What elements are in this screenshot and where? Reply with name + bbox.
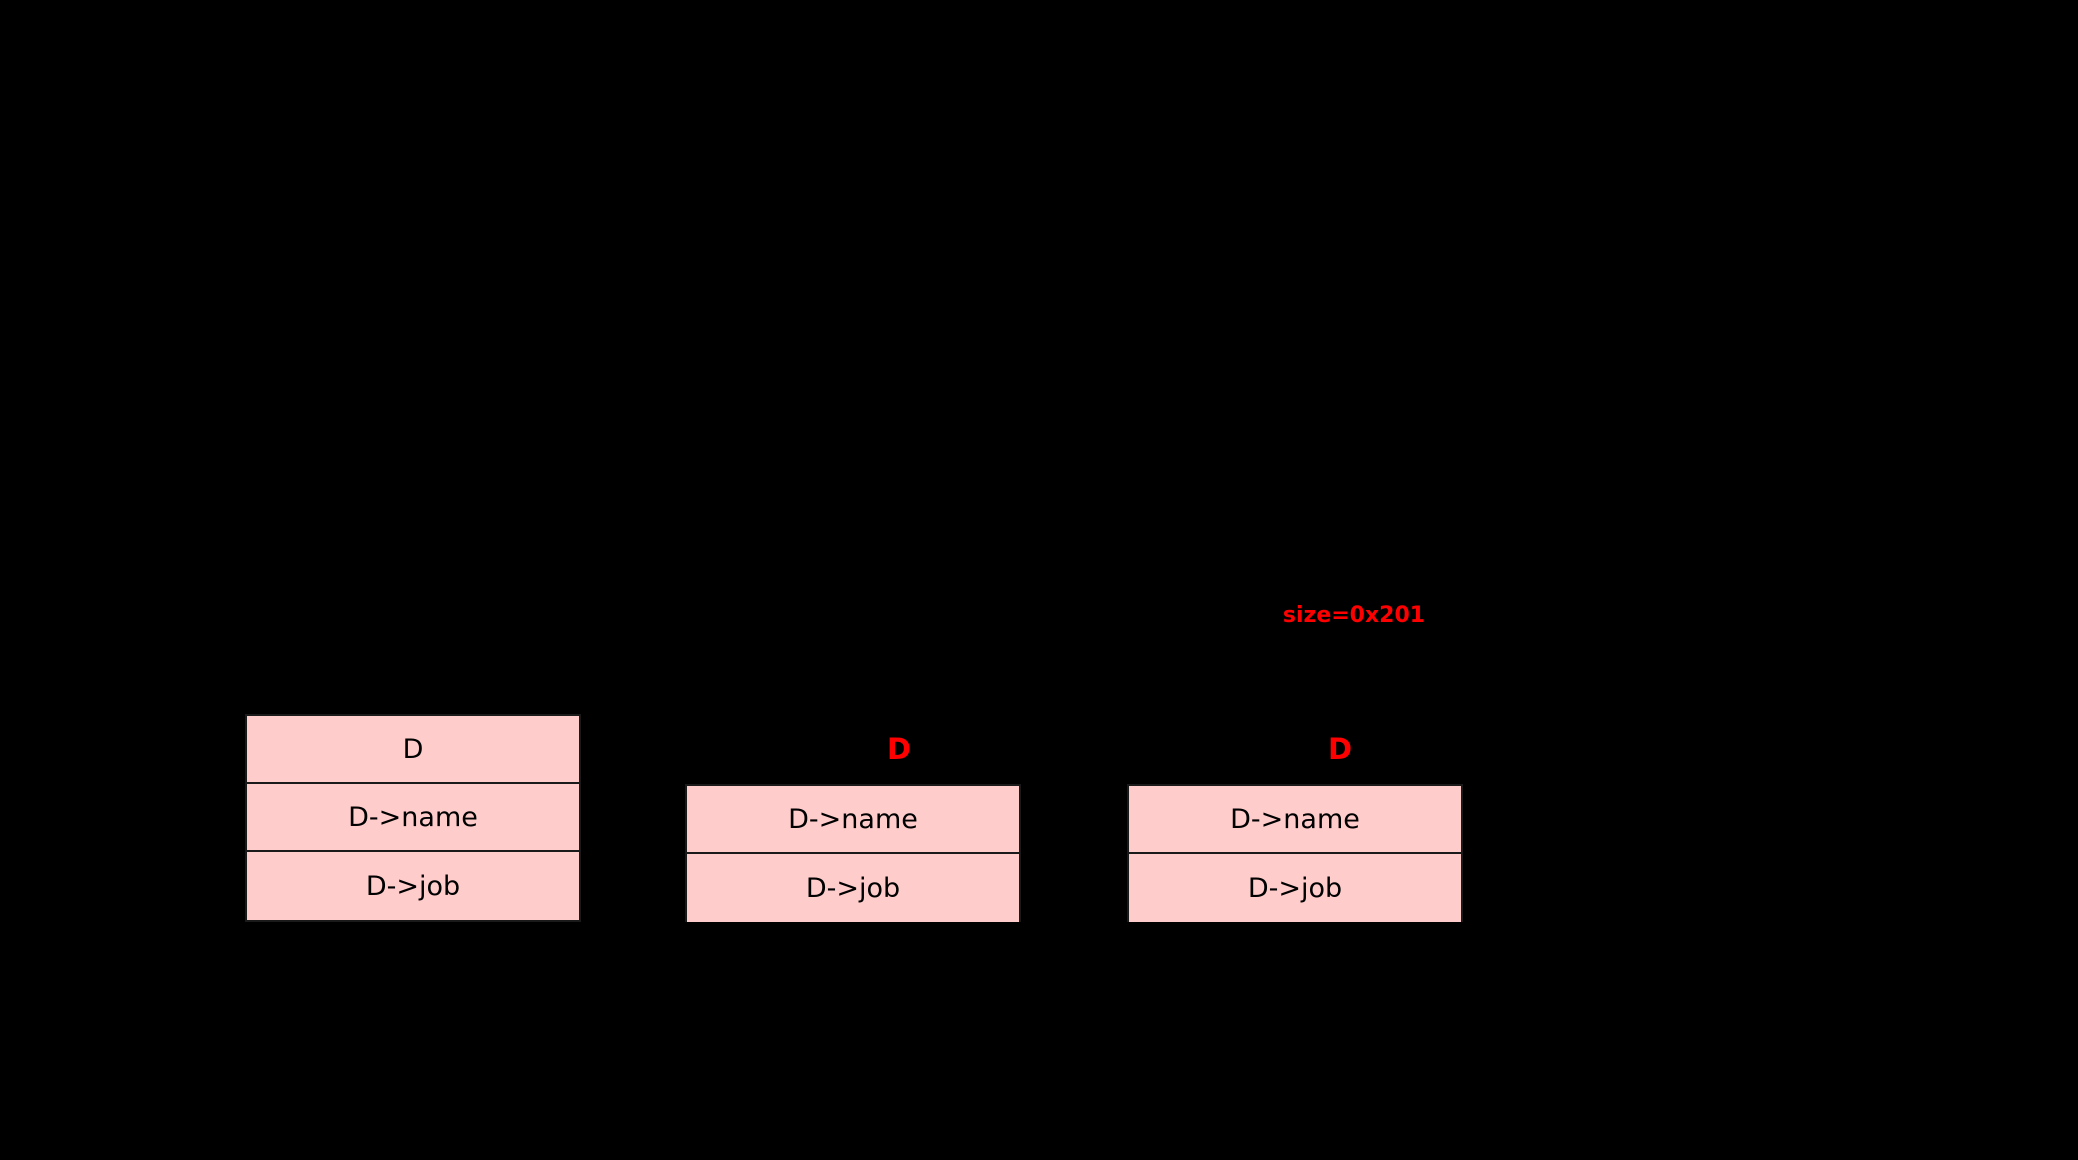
struct-cell-name: D->name (687, 786, 1019, 854)
pointer-label-resized: D (1327, 732, 1353, 766)
struct-box-original: D D->name D->job (245, 714, 581, 922)
struct-cell-name: D->name (247, 784, 579, 852)
struct-cell-job: D->job (1129, 854, 1461, 922)
struct-box-freed: D->name D->job (685, 784, 1021, 922)
pointer-label-freed: D (886, 732, 912, 766)
chunk-size-label: size=0x201 (1282, 603, 1426, 628)
struct-cell-name: D->name (1129, 786, 1461, 854)
struct-cell-header: D (247, 716, 579, 784)
struct-box-resized: D->name D->job (1127, 784, 1463, 922)
struct-cell-job: D->job (247, 852, 579, 920)
struct-cell-job: D->job (687, 854, 1019, 922)
